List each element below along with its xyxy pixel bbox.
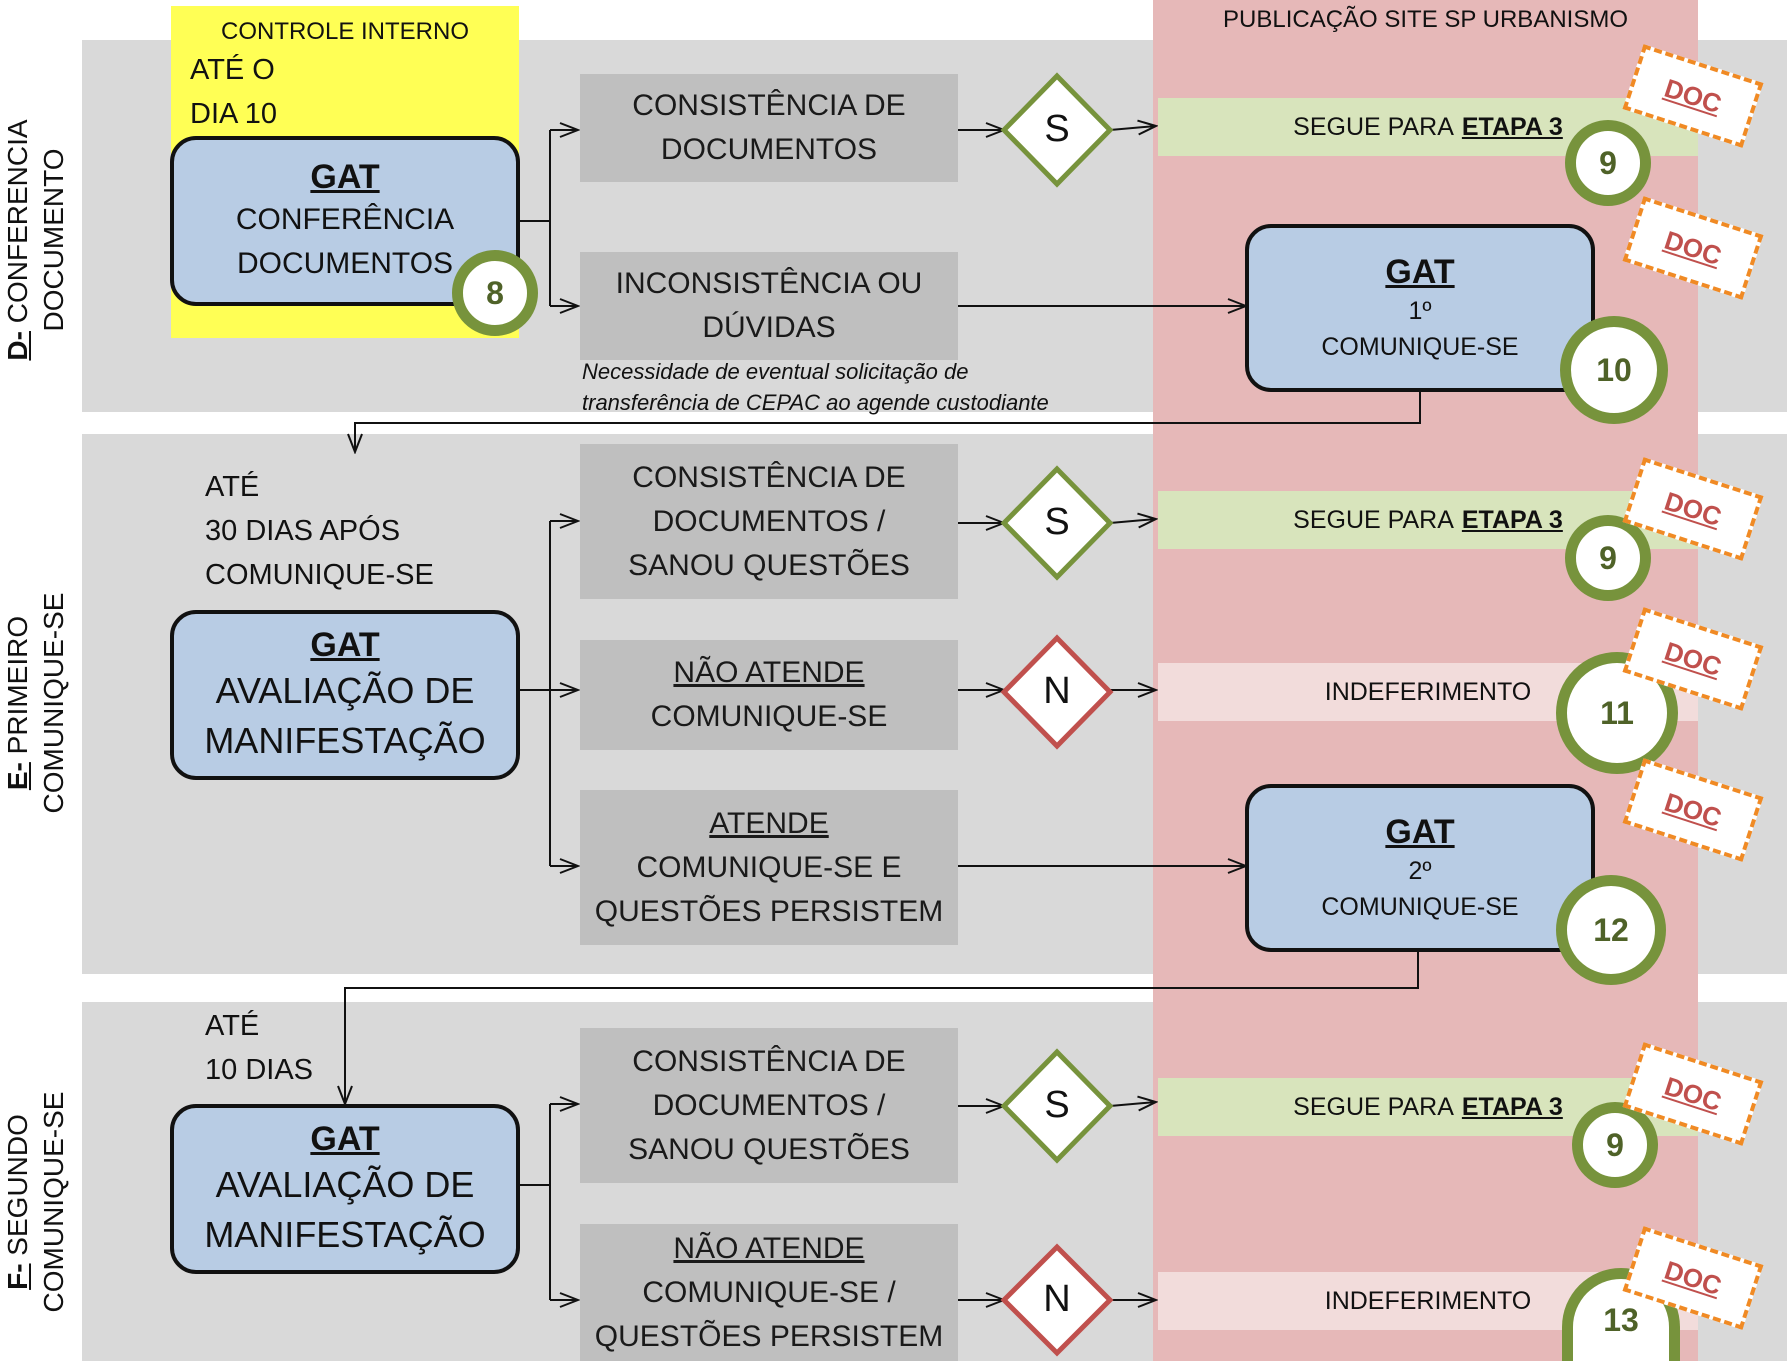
box-line: INCONSISTÊNCIA OU xyxy=(615,267,923,300)
gat-line: MANIFESTAÇÃO xyxy=(204,720,486,761)
step-badge-10: 10 xyxy=(1560,316,1668,424)
consistency-box-d: CONSISTÊNCIA DE DOCUMENTOS xyxy=(580,74,958,182)
gat-line: 2º xyxy=(1408,857,1432,885)
box-line: QUESTÕES PERSISTEM xyxy=(594,894,944,928)
decision-diamond-no xyxy=(1000,634,1114,750)
result-bold: ETAPA 3 xyxy=(1461,505,1563,534)
gat-title: GAT xyxy=(1385,813,1455,851)
not-meet-box-f: NÃO ATENDE COMUNIQUE-SE / QUESTÕES PERSIST… xyxy=(580,1224,958,1361)
gat-title: GAT xyxy=(1385,253,1455,291)
inconsistency-box-d: INCONSISTÊNCIA OU DÚVIDAS xyxy=(580,252,958,360)
note-line: transferência de CEPAC ao agende custodi… xyxy=(582,390,1049,415)
f-connector xyxy=(1109,1102,1156,1106)
not-meet-box-e: NÃO ATENDE COMUNIQUE-SE xyxy=(580,640,958,750)
e-connector xyxy=(1109,519,1156,523)
result-prefix: SEGUE PARA xyxy=(1293,112,1454,141)
box-line: QUESTÕES PERSISTEM xyxy=(594,1319,944,1353)
gat-title: GAT xyxy=(310,626,380,664)
box-line: COMUNIQUE-SE xyxy=(650,700,888,733)
gat-line: MANIFESTAÇÃO xyxy=(204,1214,486,1255)
box-line: SANOU QUESTÕES xyxy=(628,1132,910,1166)
gat-line: DOCUMENTOS xyxy=(236,247,454,280)
deadline-f-line2: 10 DIAS xyxy=(205,1054,313,1086)
publication-title: PUBLICAÇÃO SITE SP URBANISMO xyxy=(1223,6,1628,33)
step-badge-12: 12 xyxy=(1556,875,1666,985)
box-line: NÃO ATENDE xyxy=(673,1231,865,1265)
e-to-f-connector xyxy=(345,952,1419,1104)
box-line: CONSISTÊNCIA DE xyxy=(632,1044,906,1078)
box-line: CONSISTÊNCIA DE xyxy=(632,89,906,122)
result-bold: ETAPA 3 xyxy=(1461,112,1563,141)
result-prefix: SEGUE PARA xyxy=(1293,505,1454,534)
gat-line: CONFERÊNCIA xyxy=(235,203,455,236)
meet-box-e: ATENDE COMUNIQUE-SE E QUESTÕES PERSISTEM xyxy=(580,790,958,945)
gat-evaluation-box-e: GAT AVALIAÇÃO DE MANIFESTAÇÃO xyxy=(170,610,520,780)
gat-line: 1º xyxy=(1408,297,1432,325)
note-line: Necessidade de eventual solicitação de xyxy=(582,359,969,384)
decision-f-no-label: N xyxy=(1043,1278,1071,1320)
decision-diamond-no xyxy=(1000,1243,1114,1357)
gat-first-notice-box: GAT 1º COMUNIQUE-SE xyxy=(1245,224,1595,392)
internal-control-label: CONTROLE INTERNO xyxy=(220,18,469,45)
box-line: SANOU QUESTÕES xyxy=(628,548,910,582)
deadline-e-line1: ATÉ xyxy=(205,471,260,503)
decision-diamond-yes xyxy=(1000,72,1114,188)
box-line: DOCUMENTOS / xyxy=(652,504,886,538)
d-to-e-connector xyxy=(355,392,1421,452)
box-line: ATENDE xyxy=(709,806,829,840)
box-line: DOCUMENTOS / xyxy=(652,1088,886,1122)
box-line: DOCUMENTOS xyxy=(660,133,878,166)
gat-line: COMUNIQUE-SE xyxy=(1321,333,1519,361)
deadline-e-line3: COMUNIQUE-SE xyxy=(205,559,434,591)
box-line: COMUNIQUE-SE / xyxy=(642,1275,896,1309)
decision-e-yes-label: S xyxy=(1044,501,1070,543)
gat-line: AVALIAÇÃO DE xyxy=(215,1164,475,1205)
deadline-f-line1: ATÉ xyxy=(205,1010,260,1042)
box-line: CONSISTÊNCIA DE xyxy=(632,460,906,494)
result-bold: ETAPA 3 xyxy=(1461,1092,1563,1121)
gat-line: COMUNIQUE-SE xyxy=(1321,893,1519,921)
box-line: DÚVIDAS xyxy=(702,311,836,344)
deadline-e-line2: 30 DIAS APÓS xyxy=(205,515,401,547)
decision-f-yes-label: S xyxy=(1044,1084,1070,1126)
decision-diamond-yes xyxy=(1000,465,1114,581)
consistency-box-f: CONSISTÊNCIA DE DOCUMENTOS / SANOU QUESTÕE… xyxy=(580,1028,958,1183)
decision-d-yes-label: S xyxy=(1044,108,1070,150)
decision-e-no-label: N xyxy=(1043,670,1071,712)
deadline-d-line1: ATÉ O xyxy=(190,54,275,86)
d-connector xyxy=(1109,126,1156,130)
decision-diamond-yes xyxy=(1000,1048,1114,1164)
result-text: INDEFERIMENTO xyxy=(1324,677,1532,706)
gat-second-notice-box: GAT 2º COMUNIQUE-SE xyxy=(1245,784,1595,952)
gat-line: AVALIAÇÃO DE xyxy=(215,670,475,711)
deadline-d-line2: DIA 10 xyxy=(190,98,278,130)
gat-evaluation-box-f: GAT AVALIAÇÃO DE MANIFESTAÇÃO xyxy=(170,1104,520,1274)
result-prefix: SEGUE PARA xyxy=(1293,1092,1454,1121)
result-text: INDEFERIMENTO xyxy=(1324,1286,1532,1315)
step-badge-9: 9 xyxy=(1565,120,1651,206)
step-badge-9: 9 xyxy=(1565,515,1651,601)
gat-title: GAT xyxy=(310,1120,380,1158)
step-badge-9: 9 xyxy=(1572,1102,1658,1188)
box-line: NÃO ATENDE xyxy=(673,656,865,689)
step-badge-8: 8 xyxy=(452,250,538,336)
gat-title: GAT xyxy=(310,158,380,196)
box-line: COMUNIQUE-SE E xyxy=(636,850,902,884)
consistency-box-e: CONSISTÊNCIA DE DOCUMENTOS / SANOU QUESTÕE… xyxy=(580,444,958,599)
